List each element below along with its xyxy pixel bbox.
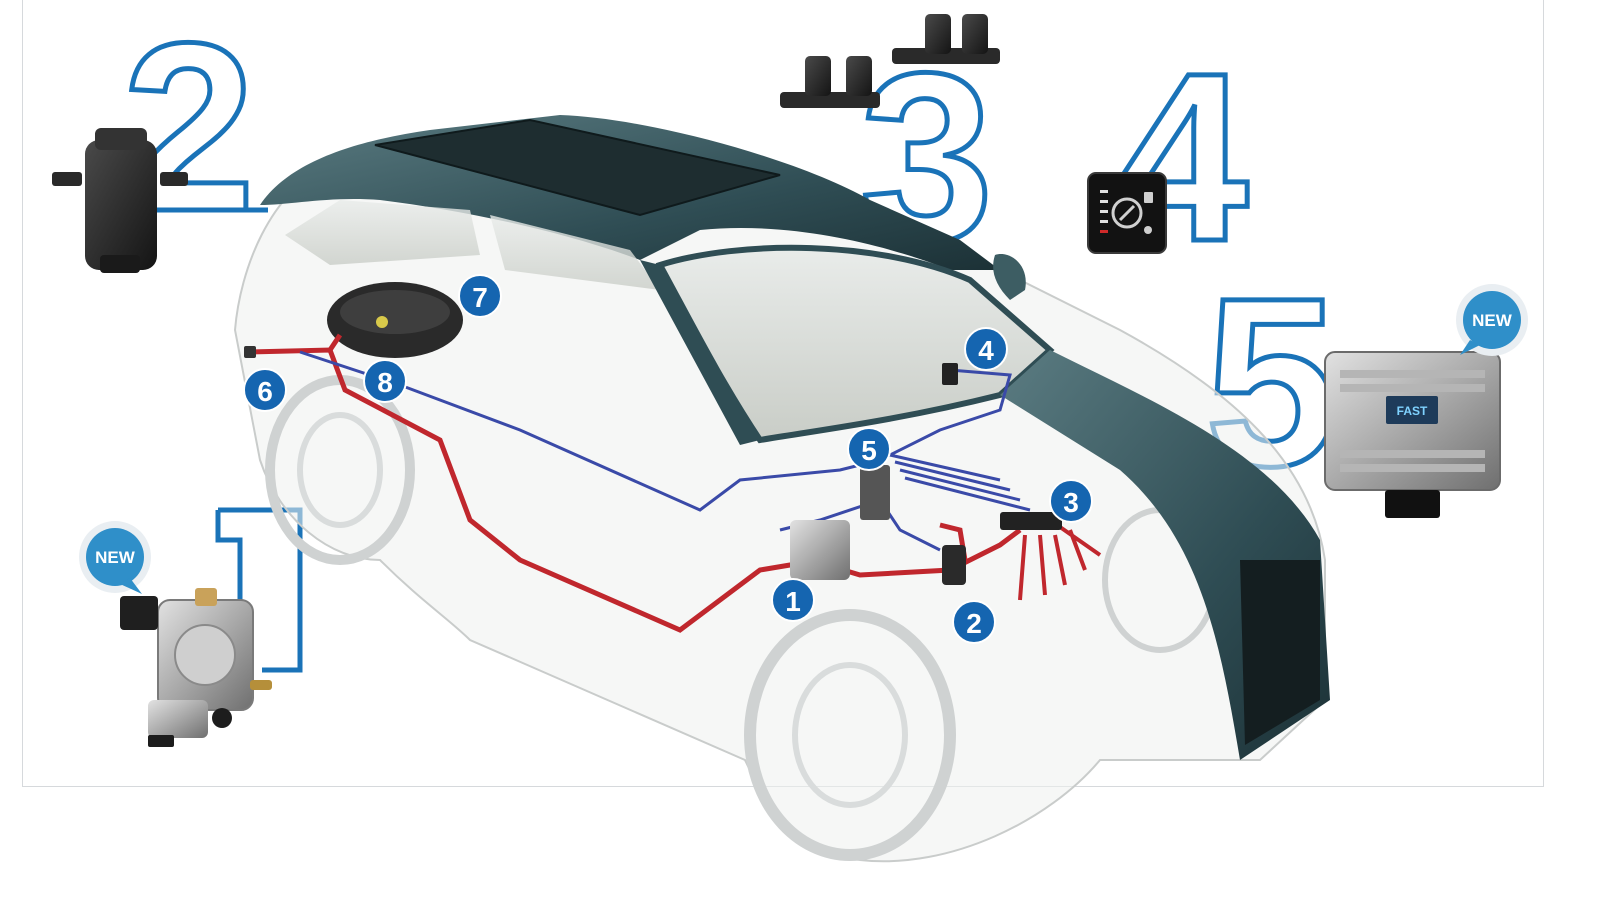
reducer-icon xyxy=(120,588,272,747)
car-badge-2-text: 2 xyxy=(966,608,982,639)
side-mirror xyxy=(993,254,1026,300)
car-badge-7: 7 xyxy=(458,274,502,318)
car-badge-8: 8 xyxy=(363,359,407,403)
filter-icon xyxy=(52,128,188,273)
incar-ecu xyxy=(860,465,890,520)
ecu-icon: FAST xyxy=(1324,351,1501,518)
incar-switch xyxy=(942,363,958,385)
car-badge-8-text: 8 xyxy=(377,367,393,398)
car-badge-6: 6 xyxy=(243,368,287,412)
new-badge-ecu-text: NEW xyxy=(1472,311,1513,330)
side-window xyxy=(490,215,660,290)
sunroof xyxy=(374,118,781,217)
car-badge-3-text: 3 xyxy=(1063,487,1079,518)
car-badge-4: 4 xyxy=(964,327,1008,371)
car-badges: 1 2 3 4 5 6 7 xyxy=(243,274,1093,644)
car-badge-5-text: 5 xyxy=(861,435,877,466)
front-wheel-hub xyxy=(792,662,908,808)
gas-line-tank xyxy=(327,333,343,352)
big-number-1-outline xyxy=(218,507,303,673)
car-badge-1-text: 1 xyxy=(785,586,801,617)
tank-valve xyxy=(376,316,388,328)
injector-icon xyxy=(780,14,1000,108)
signal-line-injectors xyxy=(889,453,1031,512)
frame-left-line xyxy=(22,0,23,787)
ecu-brand-text: FAST xyxy=(1397,404,1428,418)
signal-line-switch xyxy=(879,368,1012,462)
frame-right-line xyxy=(1543,0,1544,787)
car-badge-3: 3 xyxy=(1049,479,1093,523)
front-grille xyxy=(1240,560,1320,745)
incar-reducer xyxy=(790,520,850,580)
a-pillar xyxy=(640,260,760,445)
car-badge-7-text: 7 xyxy=(472,282,488,313)
incar-filter xyxy=(942,545,966,585)
incar-filler-valve xyxy=(244,346,256,358)
incar-injector-rail xyxy=(1000,512,1062,530)
car-badge-2: 2 xyxy=(952,600,996,644)
rear-wheel-hub xyxy=(297,412,383,528)
new-badge-reducer-text: NEW xyxy=(95,548,136,567)
incar-parts xyxy=(244,346,1062,585)
rear-window xyxy=(285,200,480,265)
car-badge-6-text: 6 xyxy=(257,376,273,407)
car-badge-5: 5 xyxy=(847,427,891,471)
car-badge-1: 1 xyxy=(771,578,815,622)
new-badge-ecu: NEW xyxy=(1456,284,1528,356)
car xyxy=(233,115,1330,863)
car-badge-4-text: 4 xyxy=(978,335,994,366)
lpg-tank-top xyxy=(340,290,450,334)
new-badge-reducer: NEW xyxy=(79,521,151,594)
front-wheel xyxy=(744,609,956,861)
injector-lines xyxy=(1018,518,1102,601)
switch-icon xyxy=(1087,172,1167,254)
